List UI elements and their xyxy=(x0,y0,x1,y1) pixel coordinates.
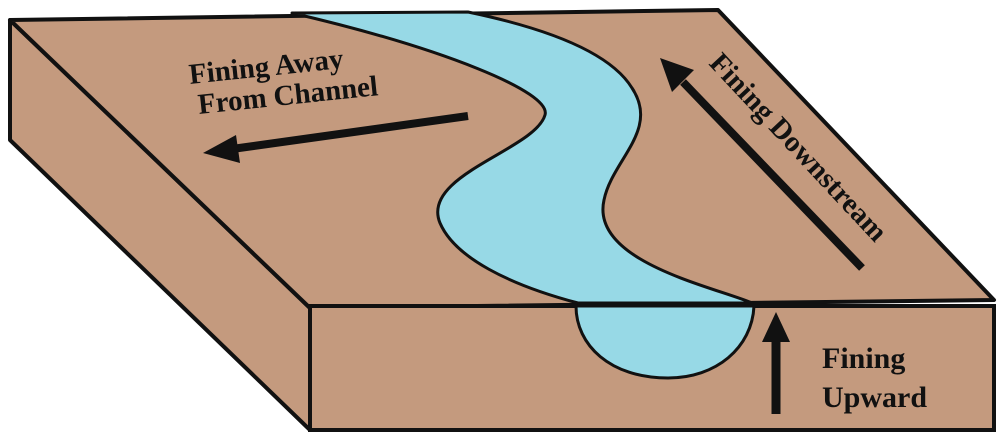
label-fining-upward-line2: Upward xyxy=(822,381,927,414)
label-fining-upward-line1: Fining xyxy=(822,342,905,375)
